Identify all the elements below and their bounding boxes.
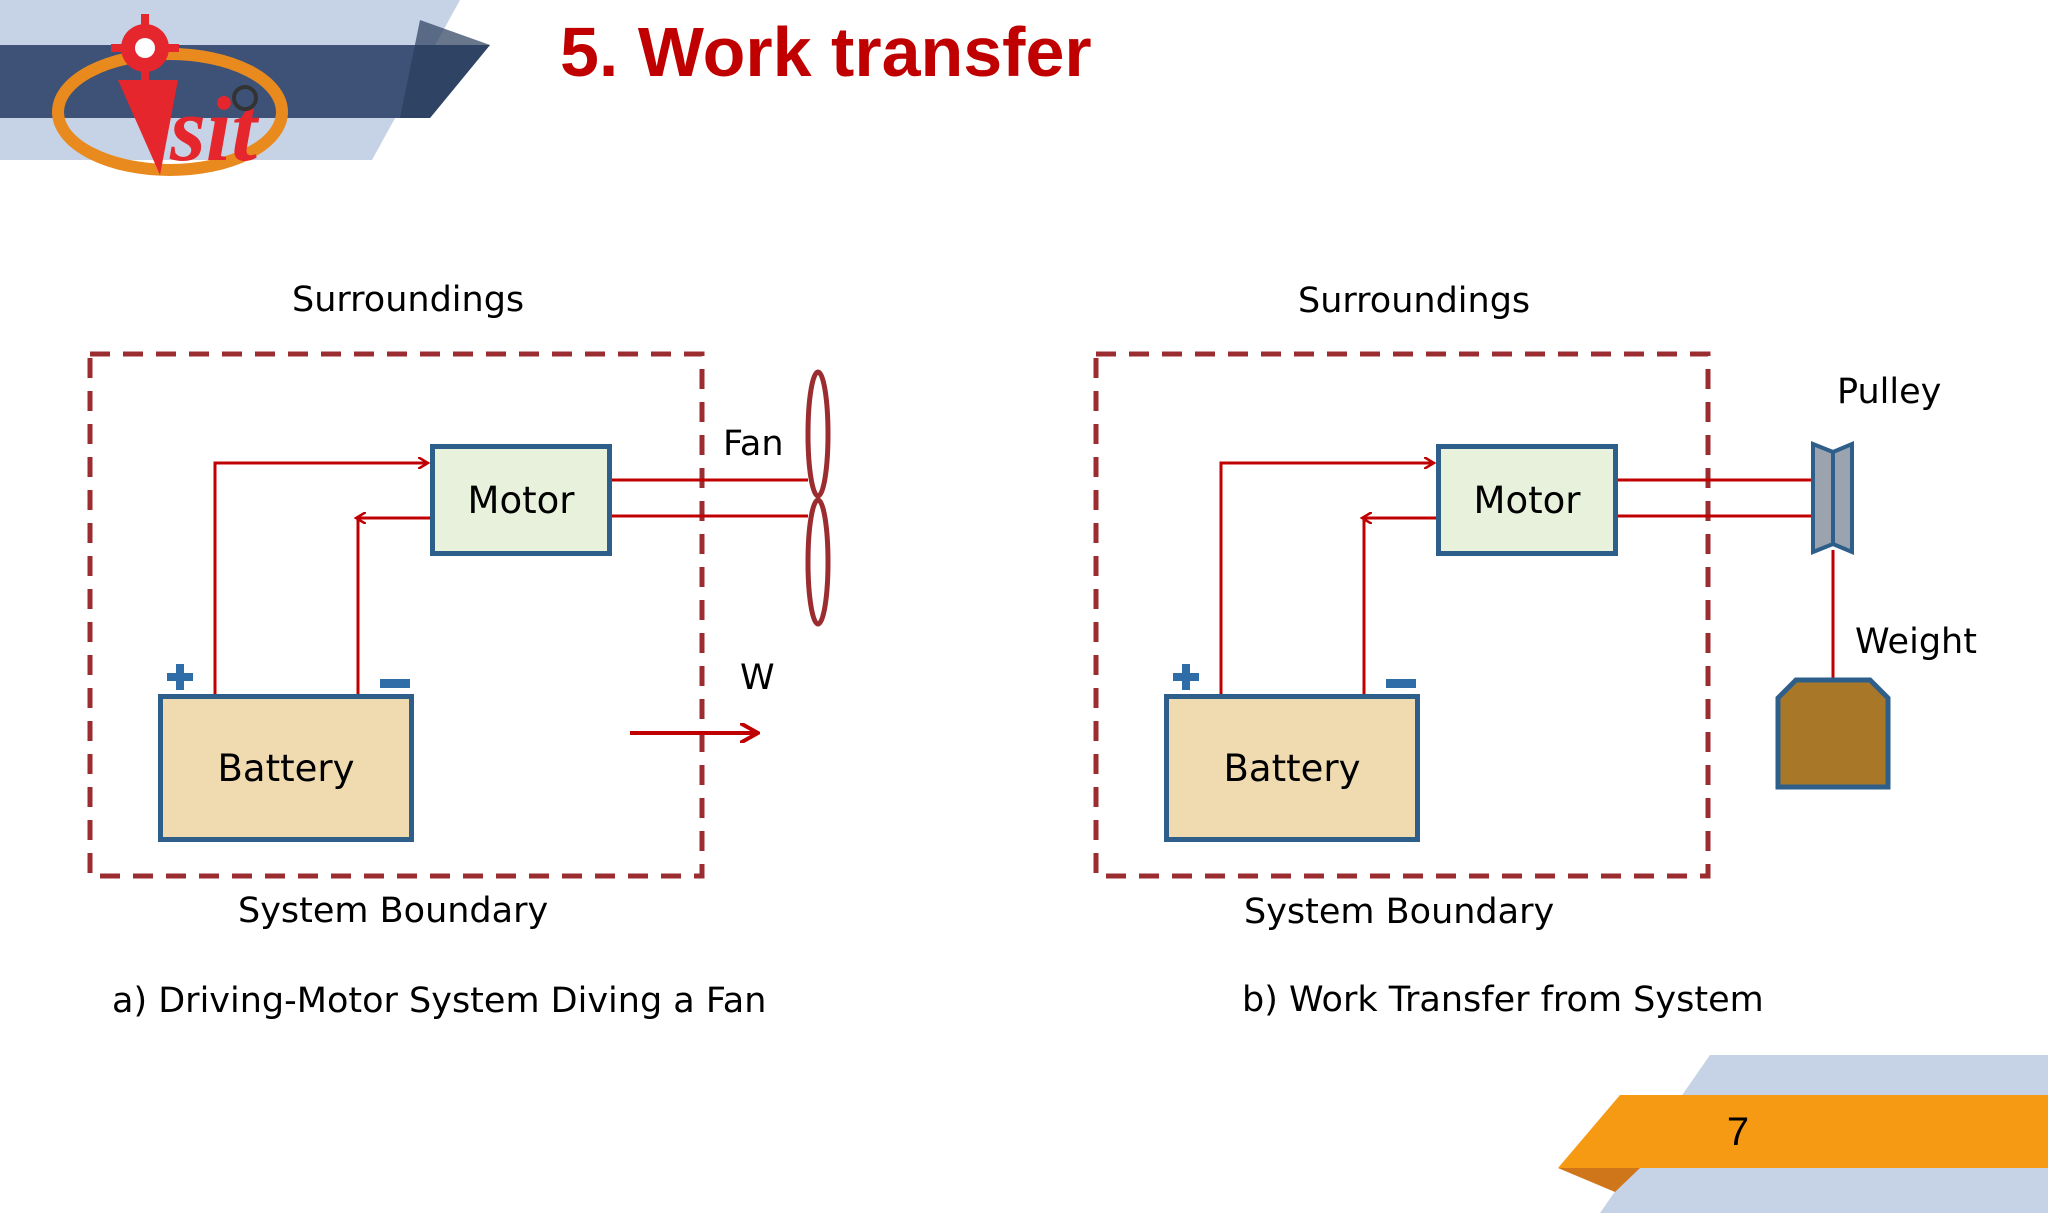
battery-terminals-b bbox=[1173, 664, 1416, 690]
weight-icon bbox=[1775, 677, 1891, 790]
surroundings-label-b: Surroundings bbox=[1298, 281, 1531, 321]
system-boundary-label-b: System Boundary bbox=[1244, 892, 1555, 932]
battery-box-b: Battery bbox=[1164, 694, 1420, 842]
pulley-icon bbox=[1811, 440, 1854, 556]
isit-logo: sit bbox=[52, 14, 288, 180]
diagram-a-lines bbox=[87, 351, 831, 879]
fan-icon bbox=[805, 369, 831, 627]
system-boundary-a bbox=[87, 351, 705, 879]
wire-positive-a bbox=[213, 463, 428, 695]
battery-box-a: Battery bbox=[158, 694, 414, 842]
system-boundary-label-a: System Boundary bbox=[238, 891, 549, 931]
caption-b: b) Work Transfer from System bbox=[1242, 980, 1764, 1020]
wire-negative-b bbox=[1362, 518, 1436, 695]
weight-label: Weight bbox=[1855, 622, 1977, 662]
fan-label: Fan bbox=[723, 424, 784, 464]
slide-title: 5. Work transfer bbox=[560, 13, 1092, 91]
caption-a: a) Driving-Motor System Diving a Fan bbox=[112, 981, 767, 1021]
motor-box-b: Motor bbox=[1436, 444, 1618, 556]
surroundings-label-a: Surroundings bbox=[292, 280, 525, 320]
wire-positive-b bbox=[1219, 463, 1434, 695]
page-number: 7 bbox=[1726, 1110, 1750, 1154]
battery-terminals-a bbox=[167, 664, 410, 690]
motor-box-a: Motor bbox=[430, 444, 612, 556]
wire-negative-a bbox=[356, 518, 430, 695]
work-label: W bbox=[740, 658, 775, 698]
svg-text:sit: sit bbox=[169, 78, 259, 180]
diagram-b-lines bbox=[1093, 351, 1891, 879]
system-boundary-b bbox=[1093, 351, 1711, 879]
footer-band bbox=[1558, 1055, 2048, 1213]
pulley-label: Pulley bbox=[1837, 372, 1942, 412]
